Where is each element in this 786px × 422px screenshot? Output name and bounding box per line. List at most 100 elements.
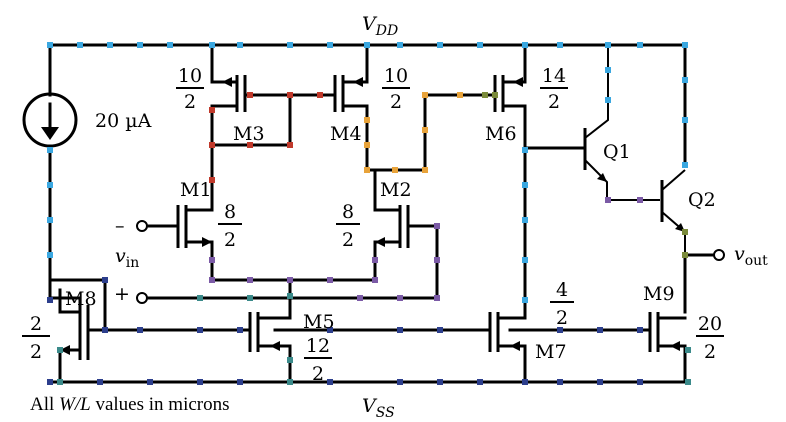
node-marker: [605, 42, 611, 48]
node-marker: [557, 327, 563, 333]
node-marker: [597, 327, 603, 333]
node-marker: [434, 223, 440, 229]
node-marker: [637, 42, 643, 48]
node-marker: [492, 92, 498, 98]
node-marker: [637, 327, 643, 333]
node-marker: [137, 42, 143, 48]
m2-label: M2: [380, 179, 412, 201]
m6-label: M6: [485, 123, 517, 145]
node-marker: [364, 42, 370, 48]
vout-label: vout: [734, 243, 768, 269]
m7-label: M7: [535, 341, 567, 363]
node-marker: [637, 197, 643, 203]
vin-plus-terminal[interactable]: [136, 292, 148, 304]
node-marker: [57, 347, 63, 353]
m3-label: M3: [233, 123, 265, 145]
node-marker: [209, 142, 215, 148]
node-marker: [287, 142, 293, 148]
node-marker: [287, 379, 293, 385]
node-marker: [47, 42, 53, 48]
node-marker: [682, 117, 688, 123]
node-marker: [397, 295, 403, 301]
node-marker: [237, 379, 243, 385]
node-marker: [209, 107, 215, 113]
node-marker: [247, 277, 253, 283]
m5-label: M5: [303, 311, 335, 333]
svg-text:2: 2: [704, 341, 716, 363]
wl-m4: 10 2: [382, 65, 410, 113]
m9-label: M9: [643, 283, 675, 305]
node-marker: [97, 379, 103, 385]
node-marker: [372, 257, 378, 263]
svg-text:4: 4: [556, 279, 568, 301]
node-marker: [107, 42, 113, 48]
node-marker: [287, 293, 293, 299]
node-marker: [682, 77, 688, 83]
node-marker: [685, 379, 691, 385]
svg-text:12: 12: [306, 335, 330, 357]
transistor-m4: [333, 43, 427, 172]
svg-text:20: 20: [698, 313, 722, 335]
m4-label: M4: [330, 123, 362, 145]
node-marker: [597, 379, 603, 385]
q2-label: Q2: [688, 189, 716, 211]
node-marker: [392, 167, 398, 173]
node-marker: [327, 277, 333, 283]
transistor-m5: [248, 294, 292, 384]
transistor-m6: [423, 43, 527, 307]
node-marker: [47, 297, 53, 303]
node-marker: [522, 182, 528, 188]
node-marker: [287, 92, 293, 98]
node-marker: [247, 92, 253, 98]
node-marker: [147, 379, 153, 385]
wl-m5: 12 2: [304, 335, 332, 385]
svg-text:2: 2: [556, 307, 568, 329]
vin-minus-sign: –: [115, 215, 125, 237]
node-marker: [327, 379, 333, 385]
transistor-m7: [488, 303, 527, 384]
node-marker: [397, 42, 403, 48]
node-marker: [209, 177, 215, 183]
vin-minus-terminal[interactable]: [136, 220, 148, 232]
node-marker: [209, 277, 215, 283]
wl-m2: 8 2: [336, 201, 360, 251]
transistor-q2: [660, 169, 686, 255]
svg-text:2: 2: [548, 91, 560, 113]
current-source: [22, 43, 78, 282]
wl-m1: 8 2: [218, 201, 242, 251]
node-marker: [237, 327, 243, 333]
node-marker: [437, 327, 443, 333]
wl-m3: 10 2: [176, 65, 204, 113]
node-marker: [327, 42, 333, 48]
node-marker: [57, 379, 63, 385]
node-marker: [482, 92, 488, 98]
vdd-label: VDD: [362, 13, 398, 39]
node-marker: [397, 327, 403, 333]
node-marker: [209, 257, 215, 263]
q1-label: Q1: [603, 141, 631, 163]
node-marker: [197, 295, 203, 301]
node-marker: [197, 327, 203, 333]
node-marker: [47, 182, 53, 188]
wl-m8: 2 2: [22, 313, 50, 363]
node-marker: [357, 295, 363, 301]
node-marker: [437, 379, 443, 385]
node-marker: [287, 277, 293, 283]
node-marker: [682, 162, 688, 168]
wl-m9: 20 2: [696, 313, 724, 363]
node-marker: [457, 92, 463, 98]
node-marker: [47, 379, 53, 385]
node-marker: [522, 297, 528, 303]
node-marker: [47, 217, 53, 223]
node-marker: [364, 142, 370, 148]
node-marker: [364, 167, 370, 173]
node-marker: [434, 295, 440, 301]
node-marker: [682, 42, 688, 48]
node-marker: [247, 142, 253, 148]
wl-m6: 14 2: [540, 65, 568, 113]
svg-text:14: 14: [542, 65, 566, 87]
node-marker: [397, 379, 403, 385]
vout-terminal[interactable]: [713, 249, 725, 261]
